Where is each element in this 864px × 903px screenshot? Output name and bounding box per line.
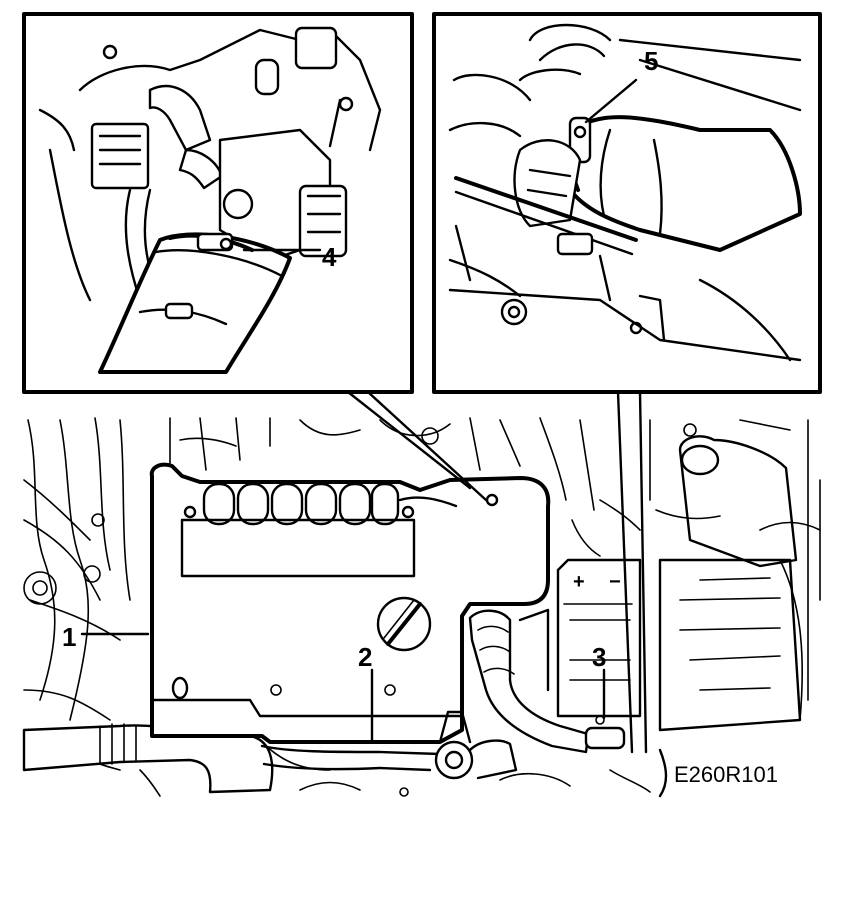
main-engine-view: + − [22,417,821,797]
top-manifold-area [169,417,567,501]
inset-1-pointer [346,390,488,502]
inset-air-hose-clamp: 5 [432,12,822,394]
battery: + − [556,558,642,750]
engine-cover [149,462,551,771]
figure-code: E260R101 [674,762,778,787]
left-wiring-harness [23,417,131,771]
battery-plus-symbol: + [573,571,585,593]
battery-minus-symbol: − [609,571,621,593]
intake-pipe [260,710,518,780]
callout-3: 3 [592,642,606,672]
callout-1: 1 [62,622,76,652]
inset-2-pointer [616,390,668,798]
callout-leaders-main [80,632,606,742]
callout-2: 2 [358,642,372,672]
inset-throttle-body: 4 [22,12,414,394]
callout-5: 5 [644,46,658,76]
lower-components [139,769,651,797]
air-intake-hose [468,608,590,754]
right-bay [571,419,821,732]
callout-4: 4 [322,242,337,272]
